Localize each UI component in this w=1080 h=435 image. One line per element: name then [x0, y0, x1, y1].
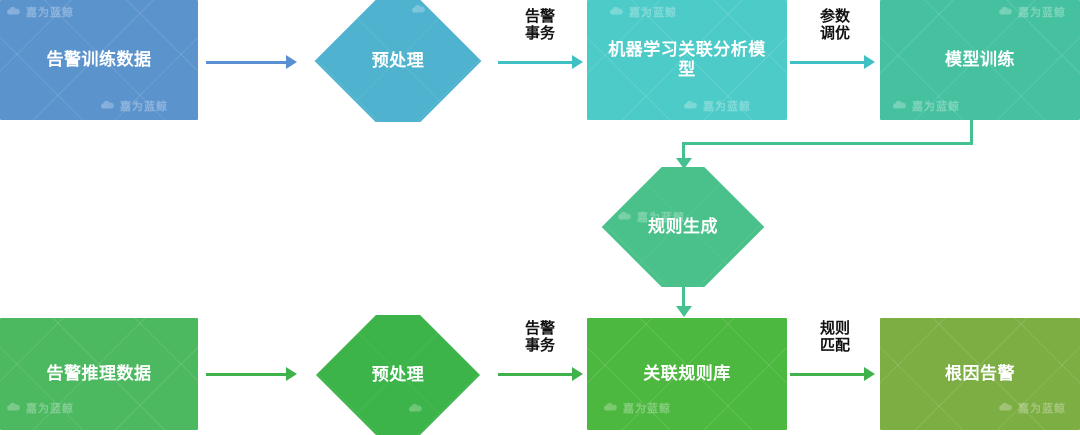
node-rule-generation[interactable]: 嘉为蓝鲸 规则生成 [585, 167, 781, 287]
node-correlation-rule-base[interactable]: 嘉为蓝鲸 关联规则库 [587, 318, 787, 430]
watermark-logo: 嘉为蓝鲸 [998, 4, 1066, 20]
node-label: 关联规则库 [643, 363, 731, 383]
edge-label-alarm-event-bottom: 告警 事务 [524, 320, 555, 355]
node-model-training[interactable]: 嘉为蓝鲸 嘉为蓝鲸 模型训练 [880, 0, 1080, 120]
node-preprocess-bottom[interactable]: 预处理 [296, 315, 500, 435]
arrow-head-icon [864, 55, 875, 69]
edge-connector-line [498, 61, 574, 64]
watermark-logo: 嘉为蓝鲸 [998, 400, 1066, 416]
edge-connector-line [682, 287, 685, 309]
arrow-head-icon [676, 158, 692, 169]
node-label: 模型训练 [945, 49, 1015, 69]
watermark-logo: 嘉为蓝鲸 [6, 4, 74, 20]
node-alarm-training-data[interactable]: 嘉为蓝鲸 嘉为蓝鲸 告警训练数据 [0, 0, 198, 120]
watermark-logo: 嘉为蓝鲸 [100, 98, 168, 114]
node-ml-correlation-model[interactable]: 嘉为蓝鲸 嘉为蓝鲸 机器学习关联分析模型 [587, 0, 787, 120]
watermark-text: 嘉为蓝鲸 [1018, 403, 1066, 415]
node-label: 根因告警 [945, 363, 1015, 383]
edge-connector-line [206, 373, 288, 376]
arrow-head-icon [572, 55, 583, 69]
arrow-head-icon [572, 367, 583, 381]
arrow-head-icon [286, 367, 297, 381]
arrow-head-icon [676, 306, 692, 317]
watermark-text: 嘉为蓝鲸 [26, 403, 74, 415]
watermark-logo: 嘉为蓝鲸 [892, 98, 960, 114]
node-label: 预处理 [371, 50, 425, 70]
watermark-logo: 嘉为蓝鲸 [603, 400, 671, 416]
node-label: 预处理 [371, 364, 425, 384]
edge-label-rule-match: 规则 匹配 [819, 320, 850, 355]
node-alarm-inference-data[interactable]: 嘉为蓝鲸 告警推理数据 [0, 318, 198, 430]
watermark-logo: 嘉为蓝鲸 [609, 4, 677, 20]
watermark-text: 嘉为蓝鲸 [912, 101, 960, 113]
watermark-logo: 嘉为蓝鲸 [6, 400, 74, 416]
edge-connector-line [498, 373, 574, 376]
node-label: 告警推理数据 [46, 363, 152, 383]
edge-label-param-tuning: 参数 调优 [819, 8, 850, 43]
arrow-head-icon [864, 367, 875, 381]
edge-connector-line [682, 142, 685, 160]
edge-connector-line [790, 373, 866, 376]
edge-connector-line [206, 61, 288, 64]
watermark-text: 嘉为蓝鲸 [629, 7, 677, 19]
edge-connector-line [970, 120, 973, 145]
watermark-text: 嘉为蓝鲸 [26, 7, 74, 19]
node-preprocess-top[interactable]: 预处理 [296, 0, 500, 122]
edge-label-alarm-event-top: 告警 事务 [524, 8, 555, 43]
node-label: 机器学习关联分析模型 [608, 39, 766, 79]
watermark-text: 嘉为蓝鲸 [1018, 7, 1066, 19]
node-label: 告警训练数据 [46, 49, 152, 69]
watermark-text: 嘉为蓝鲸 [623, 403, 671, 415]
watermark-text: 嘉为蓝鲸 [703, 101, 751, 113]
node-root-cause-alarm[interactable]: 嘉为蓝鲸 根因告警 [880, 318, 1080, 430]
watermark-logo: 嘉为蓝鲸 [683, 98, 751, 114]
edge-connector-line [682, 142, 973, 145]
node-label: 规则生成 [648, 216, 718, 236]
arrow-head-icon [286, 55, 297, 69]
edge-connector-line [790, 61, 866, 64]
watermark-text: 嘉为蓝鲸 [120, 101, 168, 113]
